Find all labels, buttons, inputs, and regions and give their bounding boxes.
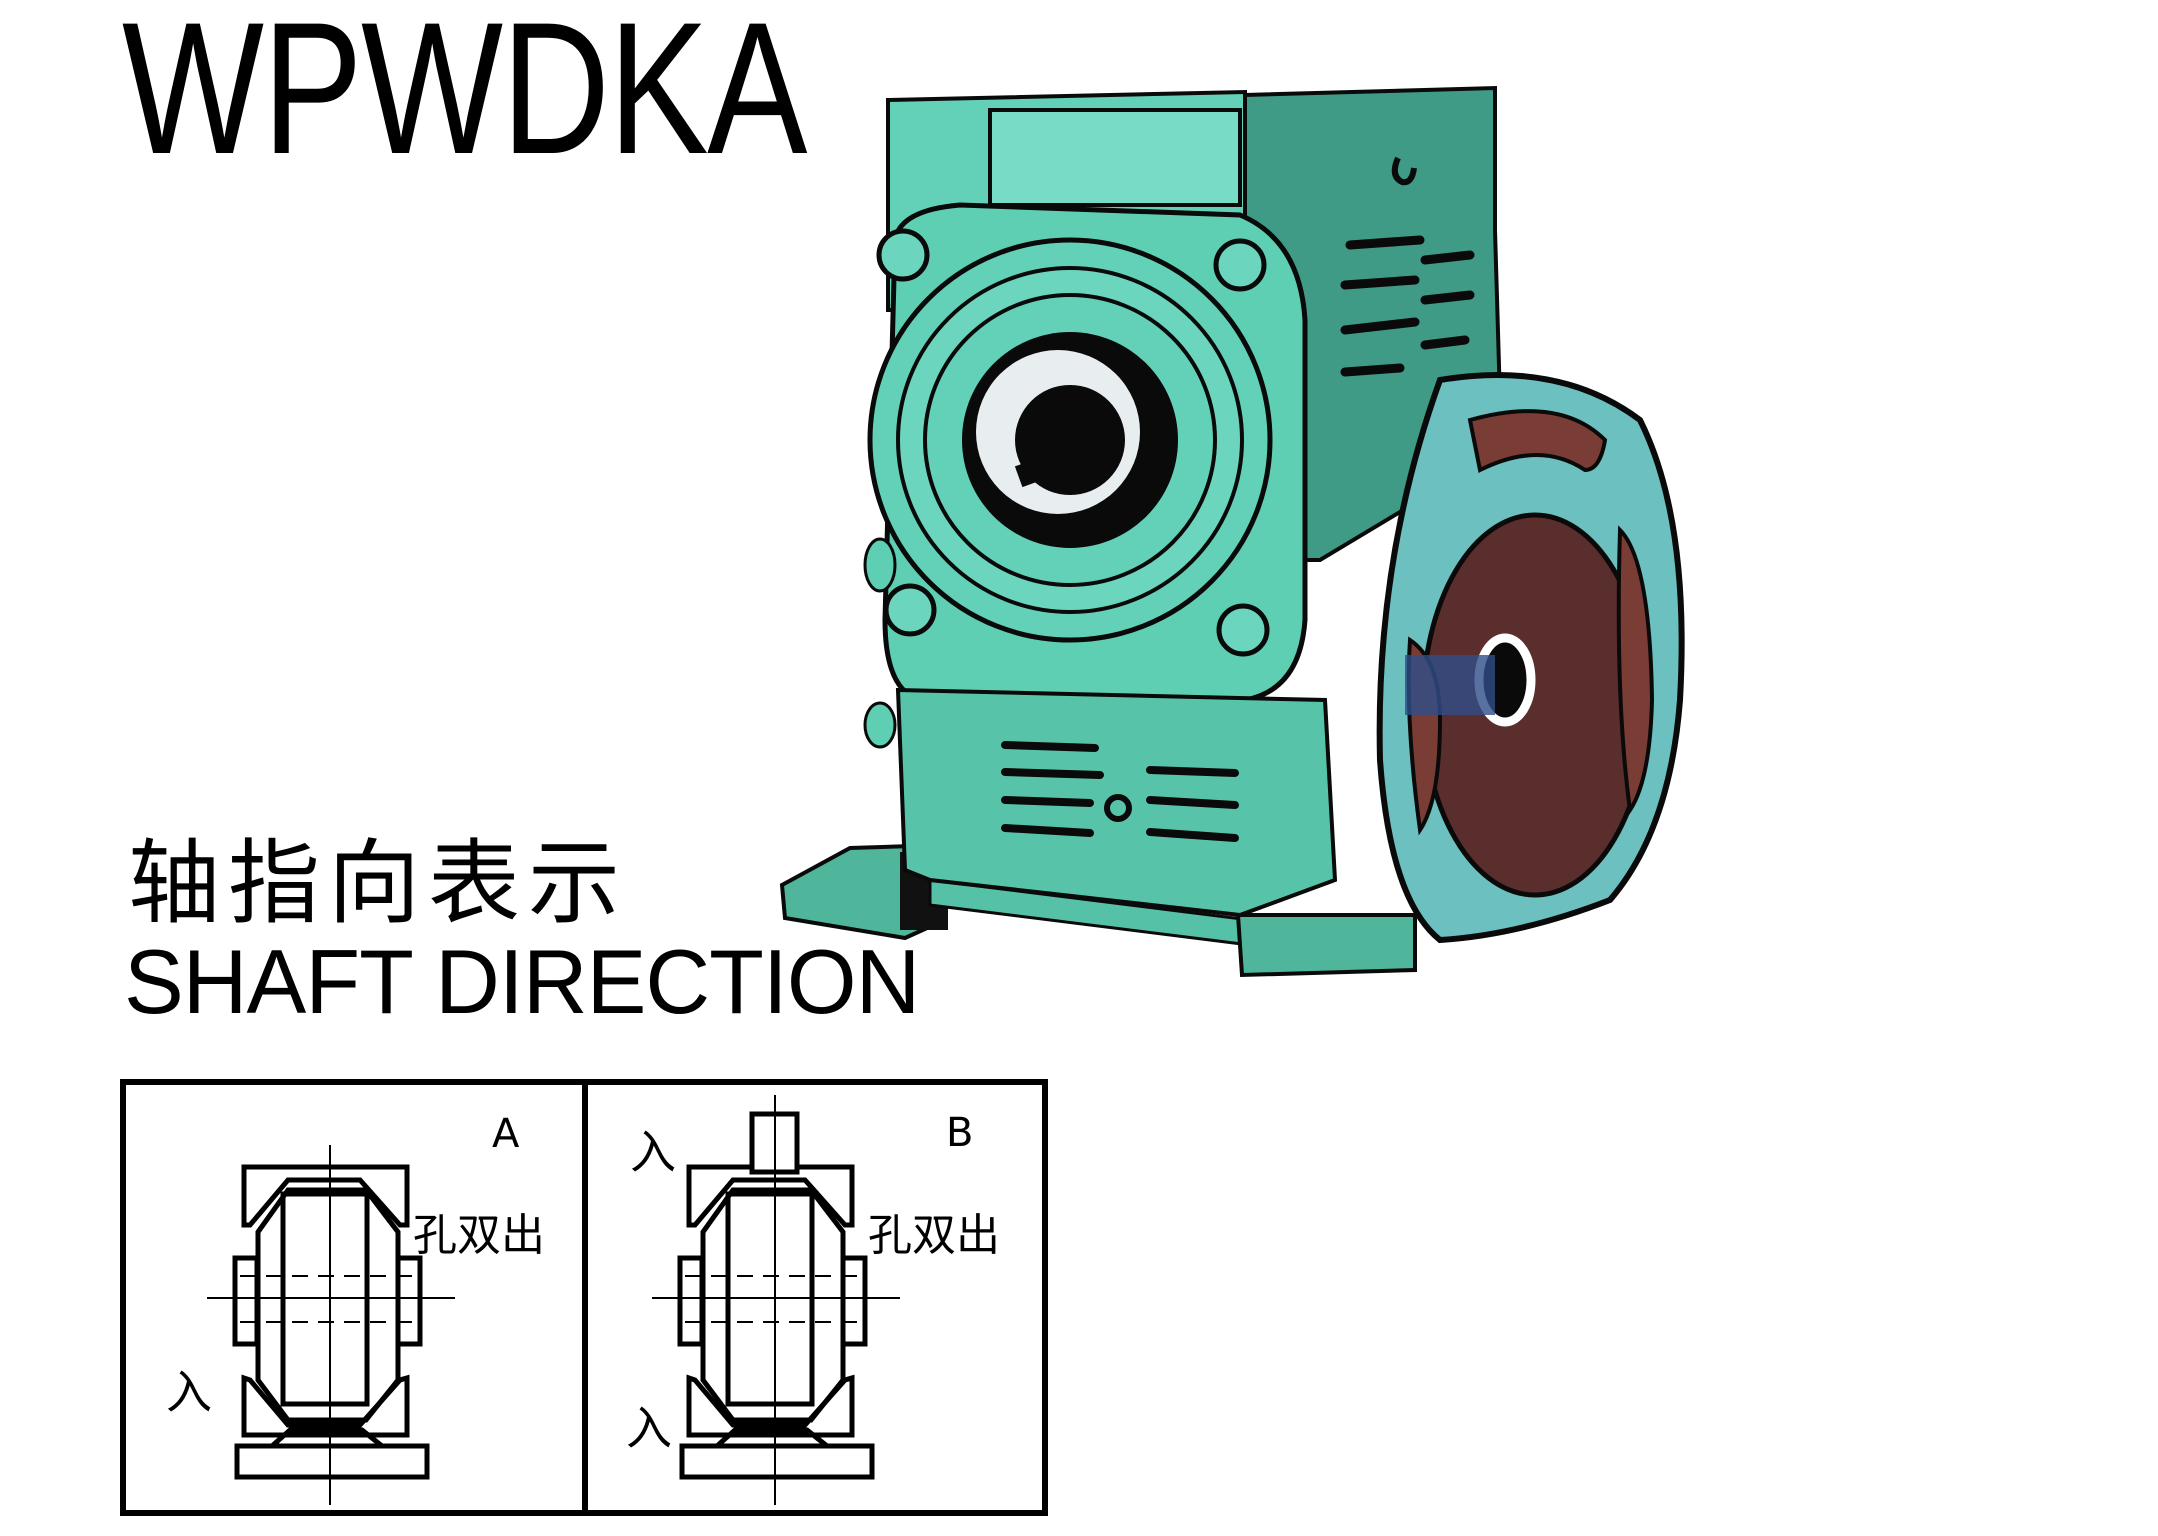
- shaft-direction-diagram: A 孔双出 入 B 孔双出 入 入: [120, 1079, 1048, 1516]
- gear-reducer-illustration: [779, 85, 1685, 978]
- panel-b: B 孔双出 入 入: [626, 1095, 1000, 1505]
- shaft-direction-heading-en: SHAFT DIRECTION: [124, 932, 920, 1033]
- model-title: WPWDKA: [122, 0, 807, 193]
- output-note-a: 孔双出: [413, 1210, 545, 1261]
- shaft-direction-heading-cn: 轴指向表示: [128, 830, 629, 937]
- housing-top: [886, 89, 1247, 312]
- panel-label-b: B: [946, 1110, 973, 1156]
- input-flange: [1376, 372, 1685, 944]
- input-mark-b-bottom: 入: [626, 1401, 672, 1455]
- input-mark-b-top: 入: [630, 1125, 676, 1179]
- output-note-b: 孔双出: [868, 1210, 1000, 1261]
- input-mark-a: 入: [166, 1365, 212, 1419]
- cover-bolts: [876, 228, 1270, 657]
- output-bore: [867, 237, 1273, 643]
- panel-a: A 孔双出 入: [166, 1111, 545, 1505]
- panel-label-a: A: [492, 1111, 520, 1157]
